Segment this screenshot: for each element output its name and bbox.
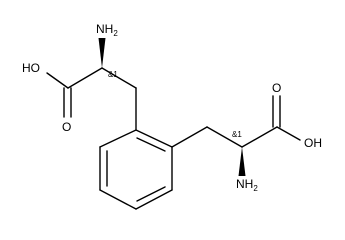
ring-bond [99,189,137,210]
carboxyl-c-oh-bond [46,72,69,89]
ch2-to-alpha-bond [206,126,243,148]
alpha-to-carboxyl-bond [241,126,278,148]
stereo-label-right: &1 [232,130,242,139]
carboxyl-c-oh-bond [276,126,301,141]
right-side-chain [171,95,301,176]
structure-diagram: NH2 &1 HO O O OH &1 NH2 [22,22,322,210]
wedge-bond [98,38,106,68]
amine-label-left: NH2 [96,22,118,38]
ring-to-ch2-bond [171,126,208,148]
benzene-ring [99,129,173,210]
ring-bond [99,129,137,148]
stereo-label-left: &1 [108,70,118,79]
ch2-to-alpha-bond [101,67,137,89]
ring-double-bond [136,186,166,202]
left-side-chain [46,38,137,131]
carbonyl-oxygen-label-right: O [272,81,281,95]
amine-label-right: NH2 [236,177,258,193]
wedge-bond [238,147,246,176]
alpha-to-carboxyl-bond [67,67,103,89]
ring-bond [135,189,173,210]
carbonyl-oxygen-label-left: O [62,120,71,134]
ring-bond [135,129,173,148]
hydroxyl-label-right: OH [304,136,322,150]
hydroxyl-label-left: HO [22,61,40,75]
ring-double-bond [136,137,166,152]
